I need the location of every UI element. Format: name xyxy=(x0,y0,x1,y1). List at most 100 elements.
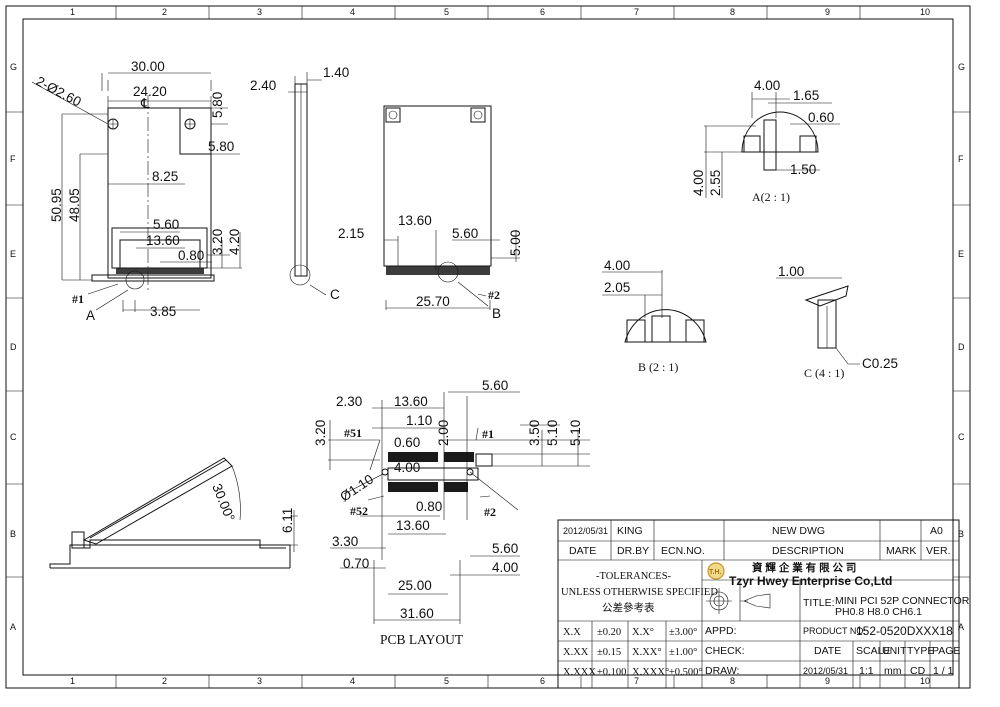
dim-pcb-13-60-bot: 13.60 xyxy=(396,518,430,533)
zone-col-bottom: 1 xyxy=(70,676,75,686)
dim-top-50-95: 50.95 xyxy=(49,188,64,222)
front-view xyxy=(383,105,520,310)
tb-title-line2: PH0.8 H8.0 CH6.1 xyxy=(835,606,922,618)
tb-bh-page: PAGE xyxy=(932,645,960,657)
detail-c-caption: C (4 : 1) xyxy=(804,366,844,380)
pin-1-pcb-label: #1 xyxy=(482,427,494,441)
dim-front-5-00: 5.00 xyxy=(508,230,523,256)
pin-51-label: #51 xyxy=(344,426,362,440)
zone-col-bottom: 3 xyxy=(257,676,262,686)
dim-pcb-2-00: 2.00 xyxy=(436,420,451,446)
dim-pcb-0-60: 0.60 xyxy=(394,435,420,450)
pin-2-pcb-label: #2 xyxy=(484,505,496,519)
dim-a-1-65: 1.65 xyxy=(793,88,819,103)
zone-col-top: 8 xyxy=(730,7,735,17)
dim-pcb-31-60: 31.60 xyxy=(400,606,434,621)
dim-pcb-5-10-b: 5.10 xyxy=(568,420,583,446)
tolerance-cell: X.X xyxy=(563,627,581,638)
zone-col-bottom: 7 xyxy=(634,676,639,686)
tolerance-cell: X.XXX° xyxy=(632,667,669,678)
tolerance-cell: X.XXX xyxy=(563,667,596,678)
dim-b-4-00: 4.00 xyxy=(604,258,630,273)
tolerance-cell: X.XX° xyxy=(632,647,662,658)
tb-drawn-by: KING xyxy=(617,525,643,537)
dim-pcb-0-70: 0.70 xyxy=(343,556,369,571)
dim-front-13-60: 13.60 xyxy=(398,213,432,228)
tb-tolerance-title: -TOLERANCES- xyxy=(596,571,672,582)
tb-b-scale: 1:1 xyxy=(859,665,874,677)
centerline-symbol: ℄ xyxy=(140,96,150,111)
dim-top-5-80-h: 5.80 xyxy=(208,139,234,154)
zone-col-bottom: 8 xyxy=(730,676,735,686)
title-block-logo: T.H. xyxy=(707,562,725,580)
dim-pcb-25-00: 25.00 xyxy=(398,578,432,593)
tb-bh-date: DATE xyxy=(814,645,841,657)
dim-pcb-0-80: 0.80 xyxy=(416,499,442,514)
dim-pcb-13-60-top: 13.60 xyxy=(394,394,428,409)
zone-row-right: E xyxy=(958,249,964,259)
angled-view xyxy=(49,457,298,569)
dim-pcb-5-60-top: 5.60 xyxy=(482,378,508,393)
zone-col-top: 5 xyxy=(444,7,449,17)
zone-row-left: B xyxy=(10,529,16,539)
zone-row-left: E xyxy=(10,249,16,259)
zone-col-bottom: 4 xyxy=(350,676,355,686)
tb-draw: DRAW: xyxy=(705,665,739,677)
dim-pcb-2-30: 2.30 xyxy=(336,394,362,409)
zone-col-bottom: 6 xyxy=(540,676,545,686)
tb-h-ver: VER. xyxy=(926,545,951,557)
dim-top-3-20: 3.20 xyxy=(210,229,225,255)
dim-front-25-70: 25.70 xyxy=(416,294,450,309)
zone-col-bottom: 10 xyxy=(920,676,930,686)
pin-2-label: #2 xyxy=(488,288,500,302)
tb-h-ecn: ECN.NO. xyxy=(661,545,705,557)
detail-a xyxy=(704,92,840,198)
dim-top-0-80: 0.80 xyxy=(178,248,204,263)
tb-b-date: 2012/05/31 xyxy=(803,666,848,676)
detail-a-marker: A xyxy=(86,308,95,323)
tb-h-date: DATE xyxy=(569,545,596,557)
zone-row-left: C xyxy=(10,432,17,442)
dim-side-1-40: 1.40 xyxy=(323,65,349,80)
tb-company-cn: 資 輝 企 業 有 限 公 司 xyxy=(752,561,856,574)
dim-pcb-3-50: 3.50 xyxy=(527,420,542,446)
tb-check: CHECK: xyxy=(705,645,745,657)
pcb-layout xyxy=(328,391,590,624)
dim-top-5-60: 5.60 xyxy=(153,217,179,232)
tb-b-page: 1 / 1 xyxy=(933,665,954,677)
zone-col-top: 9 xyxy=(825,7,830,17)
zone-col-top: 2 xyxy=(162,7,167,17)
tb-version: A0 xyxy=(930,525,943,537)
dim-pcb-5-60-bot: 5.60 xyxy=(492,541,518,556)
dim-c-c0-25: C0.25 xyxy=(862,356,898,371)
dim-b-2-05: 2.05 xyxy=(604,280,630,295)
detail-b xyxy=(602,270,707,343)
zone-row-right: C xyxy=(958,432,965,442)
zone-col-top: 10 xyxy=(920,7,930,17)
tb-tolerance-cn: 公差參考表 xyxy=(602,601,655,614)
dim-top-3-85: 3.85 xyxy=(150,304,176,319)
dim-pcb-1-10: 1.10 xyxy=(406,413,432,428)
tolerance-cell: X.XX xyxy=(563,647,589,658)
zone-row-right: A xyxy=(958,622,964,632)
dim-front-5-60: 5.60 xyxy=(452,226,478,241)
tb-tolerance-sub: UNLESS OTHERWISE SPECIFIED xyxy=(561,587,718,598)
dim-top-4-20: 4.20 xyxy=(227,229,242,255)
tb-description: NEW DWG xyxy=(772,525,825,537)
dim-top-48-05: 48.05 xyxy=(67,188,82,222)
zone-col-top: 6 xyxy=(540,7,545,17)
title-block-symbols xyxy=(706,588,771,614)
tb-appd: APPD: xyxy=(705,625,737,637)
pcb-layout-title: PCB LAYOUT xyxy=(380,632,464,647)
dim-c-1-00: 1.00 xyxy=(778,264,804,279)
tb-title-line1: MINI PCI 52P CONNECTOR xyxy=(835,595,970,607)
dim-top-24-20: 24.20 xyxy=(133,84,167,99)
tolerance-cell: ±0.20 xyxy=(597,627,621,638)
zone-row-left: D xyxy=(10,342,17,352)
zone-col-bottom: 5 xyxy=(444,676,449,686)
dim-top-13-60: 13.60 xyxy=(146,233,180,248)
detail-c-marker: C xyxy=(330,287,340,302)
dim-top-30: 30.00 xyxy=(131,59,165,74)
